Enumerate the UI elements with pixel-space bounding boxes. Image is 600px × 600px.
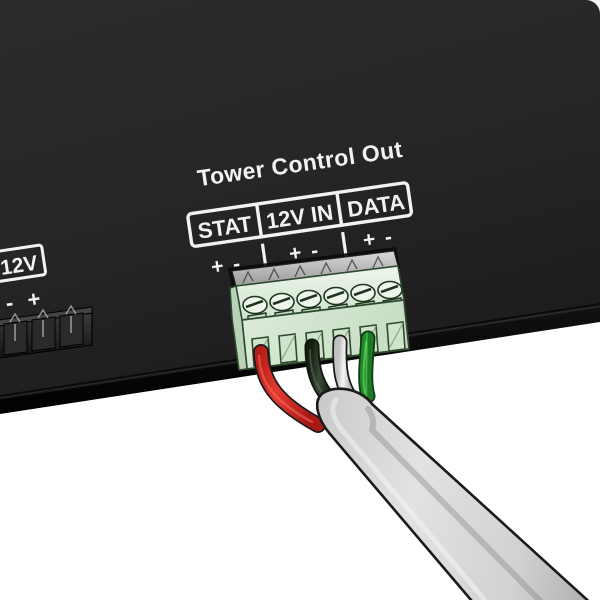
left-connector-screw-slots bbox=[14, 316, 72, 341]
cable-jacket-highlight bbox=[330, 397, 488, 600]
left-terminal-connector[interactable] bbox=[0, 304, 93, 362]
block-cap-arrows bbox=[242, 255, 384, 284]
screw-3[interactable] bbox=[296, 289, 322, 309]
left-polarity-minus: - bbox=[4, 290, 15, 316]
screw-1[interactable] bbox=[242, 295, 268, 315]
screw-5[interactable] bbox=[350, 283, 376, 303]
block-screws[interactable] bbox=[242, 280, 403, 315]
polarity-2-minus: - bbox=[309, 239, 319, 263]
label-box-divider-1 bbox=[255, 204, 263, 237]
label-box bbox=[186, 181, 414, 248]
polarity-3-minus: - bbox=[383, 225, 393, 249]
screw-6[interactable] bbox=[377, 280, 403, 300]
polarity-3-plus: + bbox=[361, 228, 376, 253]
polarity-1-minus: - bbox=[231, 252, 241, 276]
wire-bundle bbox=[253, 330, 376, 433]
wire-green bbox=[358, 330, 376, 404]
left-polarity-plus: + bbox=[26, 286, 42, 313]
screw-4[interactable] bbox=[323, 286, 349, 306]
left-label-12v: 12V bbox=[0, 252, 39, 280]
cable-jacket-shade bbox=[365, 406, 544, 600]
left-label-box bbox=[0, 243, 47, 293]
cable-jacket-body bbox=[315, 387, 590, 600]
block-left-side bbox=[229, 285, 248, 371]
label-box-divider-2 bbox=[335, 193, 344, 225]
panel-corner-notch bbox=[586, 0, 600, 14]
left-connector-wire-arrows bbox=[9, 304, 77, 323]
screw-2[interactable] bbox=[269, 292, 295, 312]
cable-jacket bbox=[315, 387, 590, 600]
left-panel-silkscreen: t 12V - + bbox=[0, 243, 47, 316]
wire-red bbox=[253, 344, 326, 433]
polarity-1-plus: + bbox=[210, 255, 225, 280]
